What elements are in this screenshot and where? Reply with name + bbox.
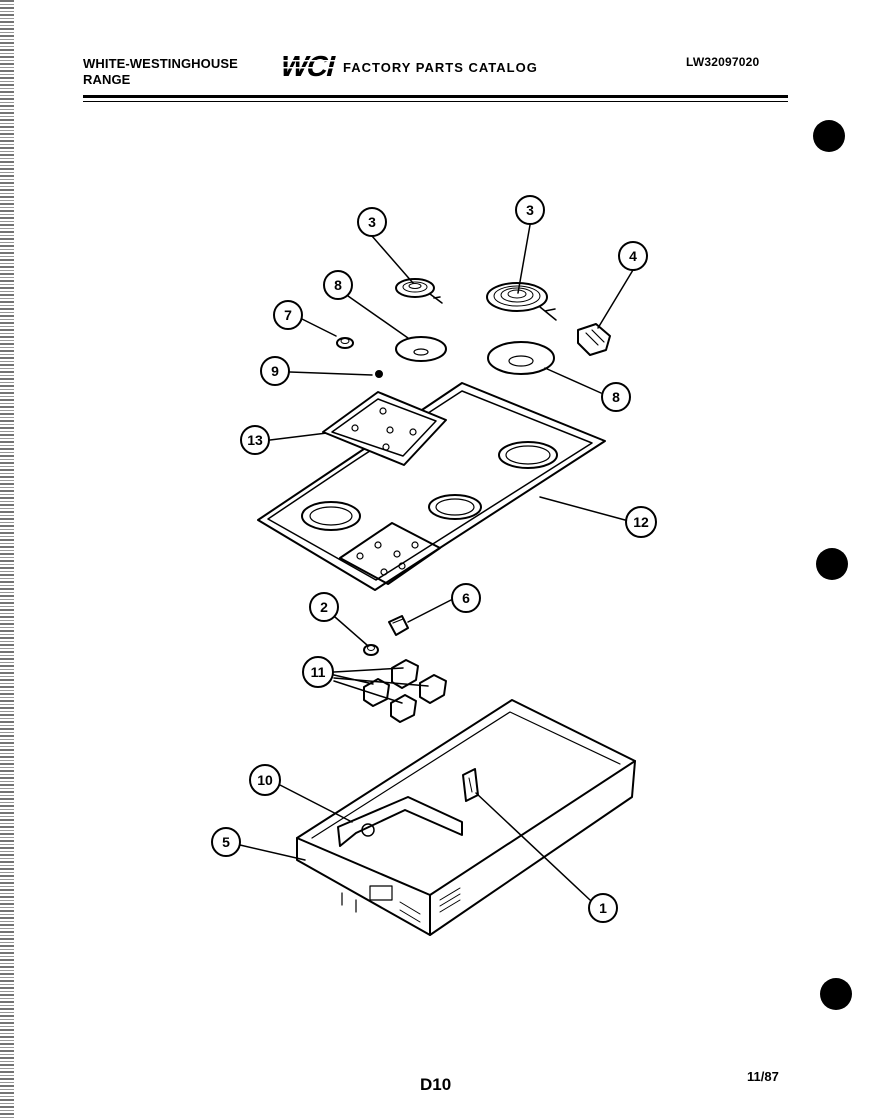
punch-hole xyxy=(820,978,852,1010)
punch-hole xyxy=(813,120,845,152)
header-rule-thin xyxy=(83,101,788,102)
svg-text:5: 5 xyxy=(222,834,230,850)
screw xyxy=(375,370,383,378)
svg-text:11: 11 xyxy=(311,664,326,680)
svg-text:12: 12 xyxy=(633,514,649,530)
revision-date: 11/87 xyxy=(747,1069,779,1084)
cooktop-box xyxy=(296,699,636,936)
svg-text:8: 8 xyxy=(612,389,620,405)
callout-6: 6 xyxy=(451,583,481,613)
svg-text:7: 7 xyxy=(284,307,292,323)
wci-logo: WCI xyxy=(276,50,338,80)
callout-5: 5 xyxy=(211,827,241,857)
bumper xyxy=(336,337,354,349)
indicator-light xyxy=(388,615,409,636)
callout-9: 9 xyxy=(260,356,290,386)
callout-13: 13 xyxy=(240,425,270,455)
catalog-title: FACTORY PARTS CATALOG xyxy=(343,60,538,75)
svg-text:2: 2 xyxy=(320,599,328,615)
svg-text:10: 10 xyxy=(257,772,273,788)
clip-bracket xyxy=(462,768,479,802)
callout-12: 12 xyxy=(625,506,657,538)
product-type: RANGE xyxy=(83,72,131,87)
large-drip-bowl xyxy=(487,341,555,375)
infinite-switches xyxy=(363,659,447,723)
svg-text:6: 6 xyxy=(462,590,470,606)
brand-block: WHITE-WESTINGHOUSE RANGE xyxy=(83,56,238,88)
callout-8b: 8 xyxy=(601,382,631,412)
binding-edge xyxy=(0,0,14,1120)
svg-text:3: 3 xyxy=(368,214,376,230)
callout-2: 2 xyxy=(309,592,339,622)
element-receptacle xyxy=(577,323,611,356)
catalog-number: LW32097020 xyxy=(686,55,760,69)
callout-3a: 3 xyxy=(357,207,387,237)
callout-4: 4 xyxy=(618,241,648,271)
callout-10: 10 xyxy=(249,764,281,796)
brand-name: WHITE-WESTINGHOUSE xyxy=(83,56,238,71)
svg-text:8: 8 xyxy=(334,277,342,293)
punch-hole xyxy=(816,548,848,580)
svg-text:9: 9 xyxy=(271,363,279,379)
callout-8a: 8 xyxy=(323,270,353,300)
header-rule xyxy=(83,95,788,98)
callout-7: 7 xyxy=(273,300,303,330)
svg-text:13: 13 xyxy=(247,432,263,448)
mounting-bracket xyxy=(337,796,463,847)
cooktop-top xyxy=(257,382,606,591)
page-code: D10 xyxy=(420,1075,452,1094)
callout-3b: 3 xyxy=(515,195,545,225)
small-surface-element xyxy=(395,278,443,304)
control-panel xyxy=(322,391,447,466)
large-surface-element xyxy=(486,282,557,321)
svg-text:4: 4 xyxy=(629,248,637,264)
callout-1: 1 xyxy=(588,893,618,923)
callout-11: 11 xyxy=(302,656,334,688)
svg-text:1: 1 xyxy=(599,900,607,916)
svg-text:3: 3 xyxy=(526,202,534,218)
leader-lines xyxy=(239,224,634,901)
small-bushing xyxy=(363,644,379,656)
small-drip-bowl xyxy=(395,336,447,362)
logo-text: WCI xyxy=(277,50,338,80)
